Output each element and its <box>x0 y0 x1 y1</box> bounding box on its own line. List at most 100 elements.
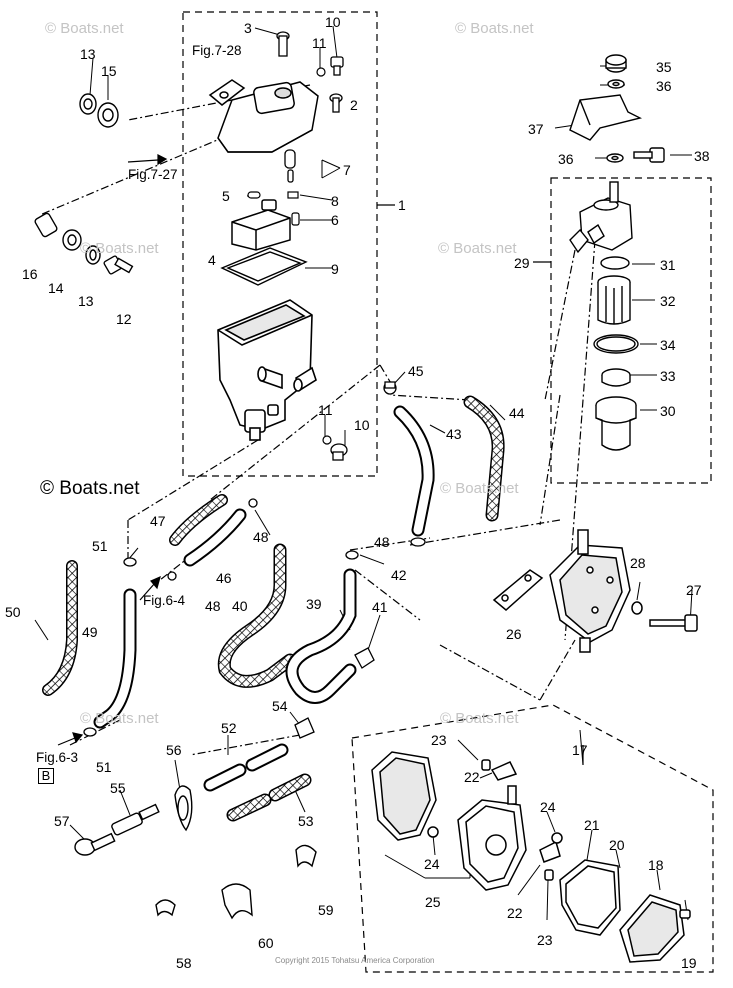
clamp-54 <box>294 717 315 739</box>
watermark: © Boats.net <box>45 20 124 37</box>
part-label-13: 13 <box>80 46 96 62</box>
part-label-37: 37 <box>528 121 544 137</box>
watermark: © Boats.net <box>440 710 519 727</box>
part-label-28: 28 <box>630 555 646 571</box>
part-label-31: 31 <box>660 257 676 273</box>
seal-13b <box>85 245 101 265</box>
part-label-3: 3 <box>244 20 252 36</box>
part-label-46: 46 <box>216 570 232 586</box>
float-pin-8 <box>287 191 299 199</box>
o-ring-34 <box>593 334 639 354</box>
part-label-10: 10 <box>354 417 370 433</box>
washer-11a <box>316 67 326 77</box>
part-label-13: 13 <box>78 293 94 309</box>
part-label-60: 60 <box>258 935 274 951</box>
clip-60 <box>221 883 253 920</box>
screw-23a <box>481 759 491 771</box>
plate-26 <box>492 569 544 611</box>
separator-bolt-10a <box>330 56 344 76</box>
watermark: © Boats.net <box>455 20 534 37</box>
box-label-b: B <box>38 768 54 784</box>
filter-cup-30 <box>595 396 637 451</box>
part-label-32: 32 <box>660 293 676 309</box>
washer-11b <box>322 435 332 445</box>
part-label-44: 44 <box>509 405 525 421</box>
screw-19 <box>679 909 691 919</box>
clip-59 <box>295 844 317 868</box>
part-label-14: 14 <box>48 280 64 296</box>
part-label-59: 59 <box>318 902 334 918</box>
grommet-15 <box>97 102 119 128</box>
part-label-51: 51 <box>96 759 112 775</box>
watermark: © Boats.net <box>80 710 159 727</box>
clip-51a <box>123 557 137 567</box>
part-label-20: 20 <box>609 837 625 853</box>
watermark: © Boats.net <box>440 480 519 497</box>
bolt-12 <box>103 255 134 275</box>
part-label-25: 25 <box>425 894 441 910</box>
plug-57 <box>74 832 116 856</box>
part-label-23: 23 <box>431 732 447 748</box>
part-label-58: 58 <box>176 955 192 971</box>
primer-bulb-56 <box>174 785 193 832</box>
part-label-9: 9 <box>331 261 339 277</box>
part-label-1: 1 <box>398 197 406 213</box>
part-label-42: 42 <box>391 567 407 583</box>
fuel-pump <box>549 529 631 653</box>
separator-screw-2 <box>329 93 343 113</box>
part-label-22: 22 <box>507 905 523 921</box>
needle-valve-6 <box>291 212 300 226</box>
part-label-12: 12 <box>116 311 132 327</box>
bolt-27 <box>649 614 698 632</box>
pump-cover-25 <box>371 751 437 841</box>
bracket-37 <box>569 94 643 141</box>
clamp-41 <box>354 647 375 669</box>
ring-33 <box>601 368 631 387</box>
gasket-20 <box>565 865 617 929</box>
part-label-2: 2 <box>350 97 358 113</box>
part-label-17: 17 <box>572 742 588 758</box>
part-label-24: 24 <box>540 799 556 815</box>
check-valve-22a <box>490 761 518 781</box>
part-label-19: 19 <box>681 955 697 971</box>
clip-5 <box>247 191 261 199</box>
fuel-pump-group-box <box>351 704 714 973</box>
part-label-36: 36 <box>656 78 672 94</box>
o-ring-31 <box>600 256 630 270</box>
part-label-45: 45 <box>408 363 424 379</box>
part-label-48: 48 <box>374 534 390 550</box>
fuel-filter-group-box <box>550 177 712 484</box>
part-label-30: 30 <box>660 403 676 419</box>
separator-screw-3 <box>276 31 290 57</box>
grommet-14 <box>62 229 82 251</box>
filter-head <box>569 181 633 254</box>
clip-58 <box>155 899 176 917</box>
fig-ref-6-3: Fig.6-3 <box>36 750 79 765</box>
part-label-36: 36 <box>558 151 574 167</box>
filter-element-32 <box>597 275 631 325</box>
part-label-43: 43 <box>446 426 462 442</box>
bolt-38 <box>633 147 665 163</box>
washer-36b <box>606 153 624 163</box>
part-label-53: 53 <box>298 813 314 829</box>
seal-13a <box>79 93 97 115</box>
float-4 <box>231 199 291 251</box>
part-label-27: 27 <box>686 582 702 598</box>
part-label-16: 16 <box>22 266 38 282</box>
part-label-55: 55 <box>110 780 126 796</box>
fig-ref-7-28: Fig.7-28 <box>192 43 242 58</box>
clip-51b <box>83 727 97 737</box>
washer-28 <box>631 601 643 615</box>
nut-35 <box>605 54 627 73</box>
collar-16 <box>34 212 58 238</box>
part-label-6: 6 <box>331 212 339 228</box>
clip-48a <box>248 498 258 508</box>
check-valve-22b <box>539 840 561 863</box>
gasket-9 <box>220 247 308 286</box>
connector-55 <box>111 803 160 836</box>
part-label-18: 18 <box>648 857 664 873</box>
pump-cover-18 <box>619 894 685 963</box>
part-label-21: 21 <box>584 817 600 833</box>
part-label-10: 10 <box>325 14 341 30</box>
